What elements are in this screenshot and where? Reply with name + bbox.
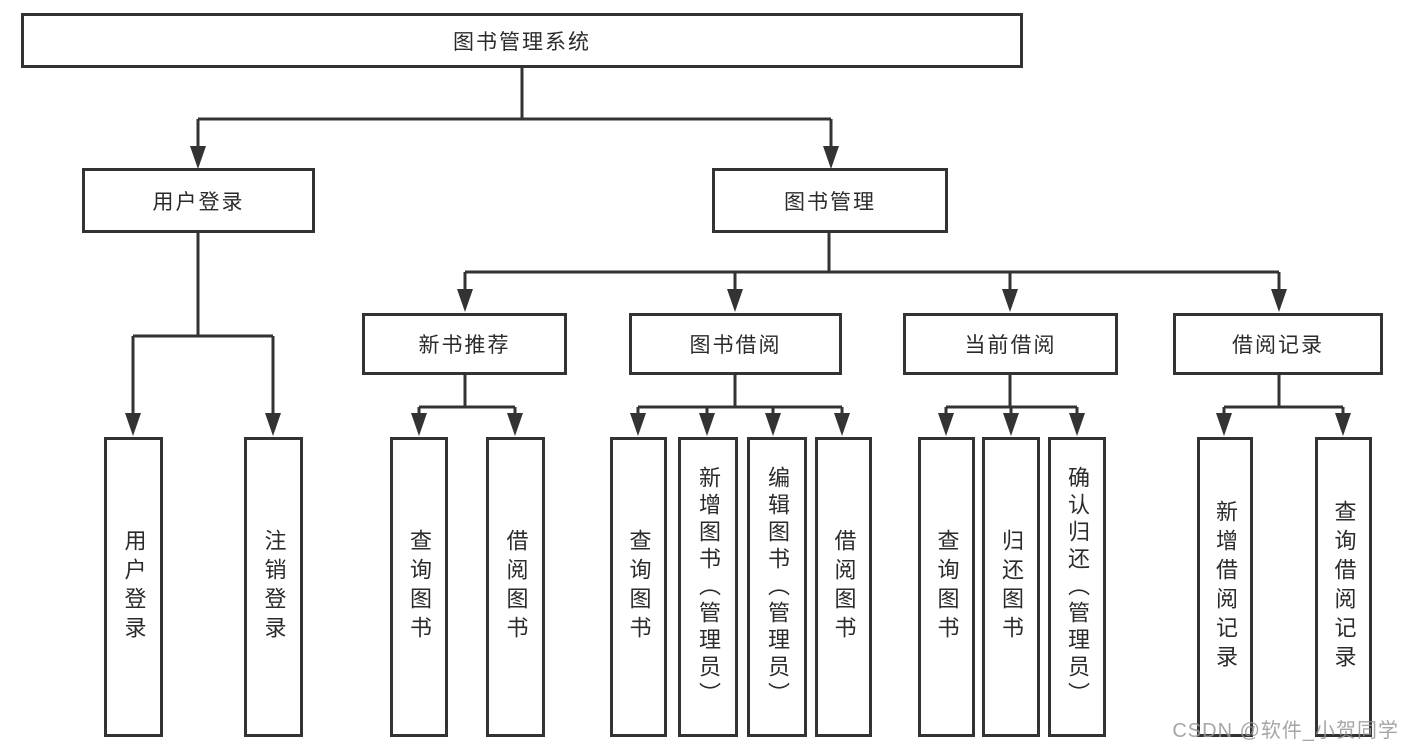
arrow-down-icon [265, 413, 281, 436]
node-borrowing-records: 借阅记录 [1173, 313, 1383, 375]
leaf-user-login: 用户登录 [104, 437, 163, 737]
arrow-down-icon [1002, 289, 1018, 312]
node-new-book-recommendation: 新书推荐 [362, 313, 567, 375]
leaf-label: 新增图书（管理员） [696, 465, 721, 709]
leaf-query-books-current: 查询图书 [918, 437, 975, 737]
leaf-label: 用户登录 [121, 529, 147, 645]
leaf-borrow-books-recommend: 借阅图书 [486, 437, 545, 737]
node-library-management-system: 图书管理系统 [21, 13, 1023, 68]
leaf-label: 查询图书 [407, 529, 432, 645]
arrow-down-icon [765, 413, 781, 436]
arrow-down-icon [834, 413, 850, 436]
leaf-label: 查询借阅记录 [1331, 500, 1357, 674]
leaf-edit-book-admin: 编辑图书（管理员） [747, 437, 807, 737]
leaf-query-borrow-record: 查询借阅记录 [1315, 437, 1372, 737]
leaf-query-books-recommend: 查询图书 [390, 437, 448, 737]
leaf-add-book-admin: 新增图书（管理员） [678, 437, 738, 737]
leaf-label: 新增借阅记录 [1213, 500, 1238, 674]
leaf-logout: 注销登录 [244, 437, 303, 737]
arrow-down-icon [699, 413, 715, 436]
leaf-add-borrow-record: 新增借阅记录 [1197, 437, 1253, 737]
leaf-label: 借阅图书 [503, 529, 529, 645]
node-book-management: 图书管理 [712, 168, 948, 233]
arrow-down-icon [823, 146, 839, 169]
arrow-down-icon [938, 413, 954, 436]
arrow-down-icon [630, 413, 646, 436]
leaf-label: 注销登录 [261, 529, 287, 645]
arrow-down-icon [727, 289, 743, 312]
leaf-label: 借阅图书 [831, 529, 857, 645]
arrow-down-icon [507, 413, 523, 436]
arrow-down-icon [125, 413, 141, 436]
tree-connector-paths [131, 68, 1345, 414]
leaf-label: 确认归还（管理员） [1065, 465, 1090, 709]
leaf-label: 归还图书 [999, 529, 1024, 645]
arrow-down-icon [1335, 413, 1351, 436]
leaf-confirm-return-admin: 确认归还（管理员） [1048, 437, 1106, 737]
node-current-borrowing: 当前借阅 [903, 313, 1118, 375]
arrow-down-icon [457, 289, 473, 312]
arrow-down-icon [1003, 413, 1019, 436]
leaf-label: 查询图书 [934, 529, 960, 645]
leaf-label: 编辑图书（管理员） [765, 465, 790, 709]
leaf-borrow-books-borrowing: 借阅图书 [815, 437, 872, 737]
leaf-label: 查询图书 [626, 529, 652, 645]
node-user-login: 用户登录 [82, 168, 315, 233]
arrow-down-icon [411, 413, 427, 436]
arrow-down-icon [190, 146, 206, 169]
arrow-down-icon [1216, 413, 1232, 436]
leaf-return-book: 归还图书 [982, 437, 1040, 737]
arrow-down-icon [1069, 413, 1085, 436]
leaf-query-books-borrowing: 查询图书 [610, 437, 667, 737]
node-book-borrowing: 图书借阅 [629, 313, 842, 375]
arrow-down-icon [1271, 289, 1287, 312]
